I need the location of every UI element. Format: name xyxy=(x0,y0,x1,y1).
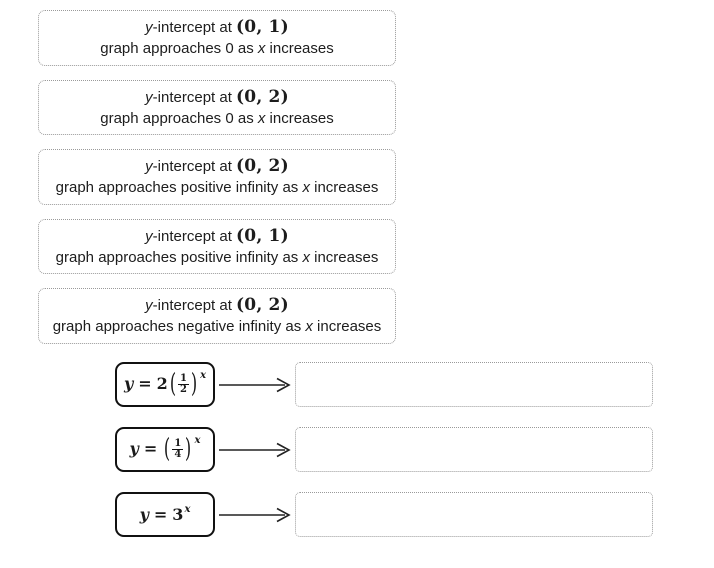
match-row: y = 3 x xyxy=(0,492,714,537)
arrow-icon xyxy=(219,427,293,472)
equation-operator: = xyxy=(143,439,158,459)
option-card[interactable]: y-intercept at (0, 2) graph approaches 0… xyxy=(38,79,396,136)
option-intercept-text: -intercept at xyxy=(152,88,237,106)
coordinate-pair: (0, 2) xyxy=(236,295,289,316)
equation-chip[interactable]: y = 2 ( 1 2 ) x xyxy=(115,362,215,407)
variable-x: x xyxy=(305,318,313,336)
option-line-behavior: graph approaches negative infinity as x … xyxy=(45,317,389,337)
behavior-suffix: increases xyxy=(309,248,379,266)
left-paren: ( xyxy=(169,368,177,399)
option-bank: y-intercept at (0, 1) graph approaches 0… xyxy=(38,10,396,358)
option-line-intercept: y-intercept at (0, 2) xyxy=(45,86,389,108)
variable-y: y xyxy=(145,158,153,176)
option-card[interactable]: y-intercept at (0, 1) graph approaches 0… xyxy=(38,10,396,66)
behavior-prefix: graph approaches positive infinity as xyxy=(55,179,303,197)
match-area: y = 2 ( 1 2 ) x y = xyxy=(0,362,714,557)
behavior-prefix: graph approaches negative infinity as xyxy=(52,318,306,336)
behavior-suffix: increases xyxy=(309,179,379,197)
behavior-prefix: graph approaches 0 as xyxy=(100,109,258,127)
left-paren: ( xyxy=(164,433,171,464)
right-paren: ) xyxy=(185,433,192,464)
option-intercept-text: -intercept at xyxy=(152,19,237,36)
coordinate-pair: (0, 2) xyxy=(236,86,289,107)
drop-zone[interactable] xyxy=(295,427,653,472)
match-row: y = 2 ( 1 2 ) x xyxy=(0,362,714,407)
behavior-suffix: increases xyxy=(265,40,334,58)
variable-x: x xyxy=(302,179,310,197)
variable-y: y xyxy=(145,88,153,106)
equation-exponent: x xyxy=(194,434,201,446)
fraction: 1 4 xyxy=(172,437,184,460)
variable-x: x xyxy=(302,248,310,266)
coordinate-pair: (0, 1) xyxy=(236,17,289,37)
coordinate-pair: (0, 1) xyxy=(236,225,289,246)
variable-y: y xyxy=(145,297,153,315)
equation-coefficient: 2 xyxy=(156,374,168,394)
variable-y: y xyxy=(145,227,153,245)
fraction-denominator: 2 xyxy=(177,383,189,395)
equation-exponent: x xyxy=(184,503,191,515)
right-paren: ) xyxy=(190,368,198,399)
equation-lhs: y xyxy=(139,504,149,524)
option-card[interactable]: y-intercept at (0, 2) graph approaches p… xyxy=(38,149,396,205)
fraction-numerator: 1 xyxy=(179,372,187,384)
option-line-behavior: graph approaches 0 as x increases xyxy=(45,109,389,129)
equation-expression: y = ( 1 4 ) x xyxy=(129,433,201,464)
option-line-intercept: y-intercept at (0, 1) xyxy=(45,16,389,38)
equation-exponent: x xyxy=(200,369,207,381)
behavior-suffix: increases xyxy=(312,318,382,336)
option-line-intercept: y-intercept at (0, 1) xyxy=(45,225,389,247)
equation-base: 3 xyxy=(172,504,184,524)
match-row: y = ( 1 4 ) x xyxy=(0,427,714,472)
option-line-intercept: y-intercept at (0, 2) xyxy=(45,294,389,316)
behavior-prefix: graph approaches positive infinity as xyxy=(55,248,303,266)
equation-lhs: y xyxy=(123,374,134,394)
equation-lhs: y xyxy=(129,439,139,459)
arrow-icon xyxy=(219,362,293,407)
fraction: 1 2 xyxy=(177,372,189,395)
equation-expression: y = 2 ( 1 2 ) x xyxy=(123,368,207,399)
variable-y: y xyxy=(145,19,153,36)
option-line-behavior: graph approaches positive infinity as x … xyxy=(45,248,389,268)
behavior-suffix: increases xyxy=(265,109,334,127)
variable-x: x xyxy=(257,109,266,127)
option-intercept-text: -intercept at xyxy=(152,297,237,315)
drop-zone[interactable] xyxy=(295,492,653,537)
drop-zone[interactable] xyxy=(295,362,653,407)
arrow-icon xyxy=(219,492,293,537)
equation-expression: y = 3 x xyxy=(139,503,191,524)
equation-operator: = xyxy=(153,504,168,524)
fraction-denominator: 4 xyxy=(172,448,184,460)
behavior-prefix: graph approaches 0 as xyxy=(100,40,258,58)
fraction-numerator: 1 xyxy=(174,437,182,449)
equation-chip[interactable]: y = 3 x xyxy=(115,492,215,537)
option-line-behavior: graph approaches 0 as x increases xyxy=(45,39,389,59)
option-card[interactable]: y-intercept at (0, 2) graph approaches n… xyxy=(38,288,396,344)
coordinate-pair: (0, 2) xyxy=(236,156,289,177)
option-line-behavior: graph approaches positive infinity as x … xyxy=(45,178,389,198)
option-intercept-text: -intercept at xyxy=(152,158,237,176)
option-line-intercept: y-intercept at (0, 2) xyxy=(45,155,389,177)
option-card[interactable]: y-intercept at (0, 1) graph approaches p… xyxy=(38,218,396,275)
equation-operator: = xyxy=(138,374,152,394)
variable-x: x xyxy=(257,40,266,58)
option-intercept-text: -intercept at xyxy=(152,227,237,245)
equation-chip[interactable]: y = ( 1 4 ) x xyxy=(115,427,215,472)
